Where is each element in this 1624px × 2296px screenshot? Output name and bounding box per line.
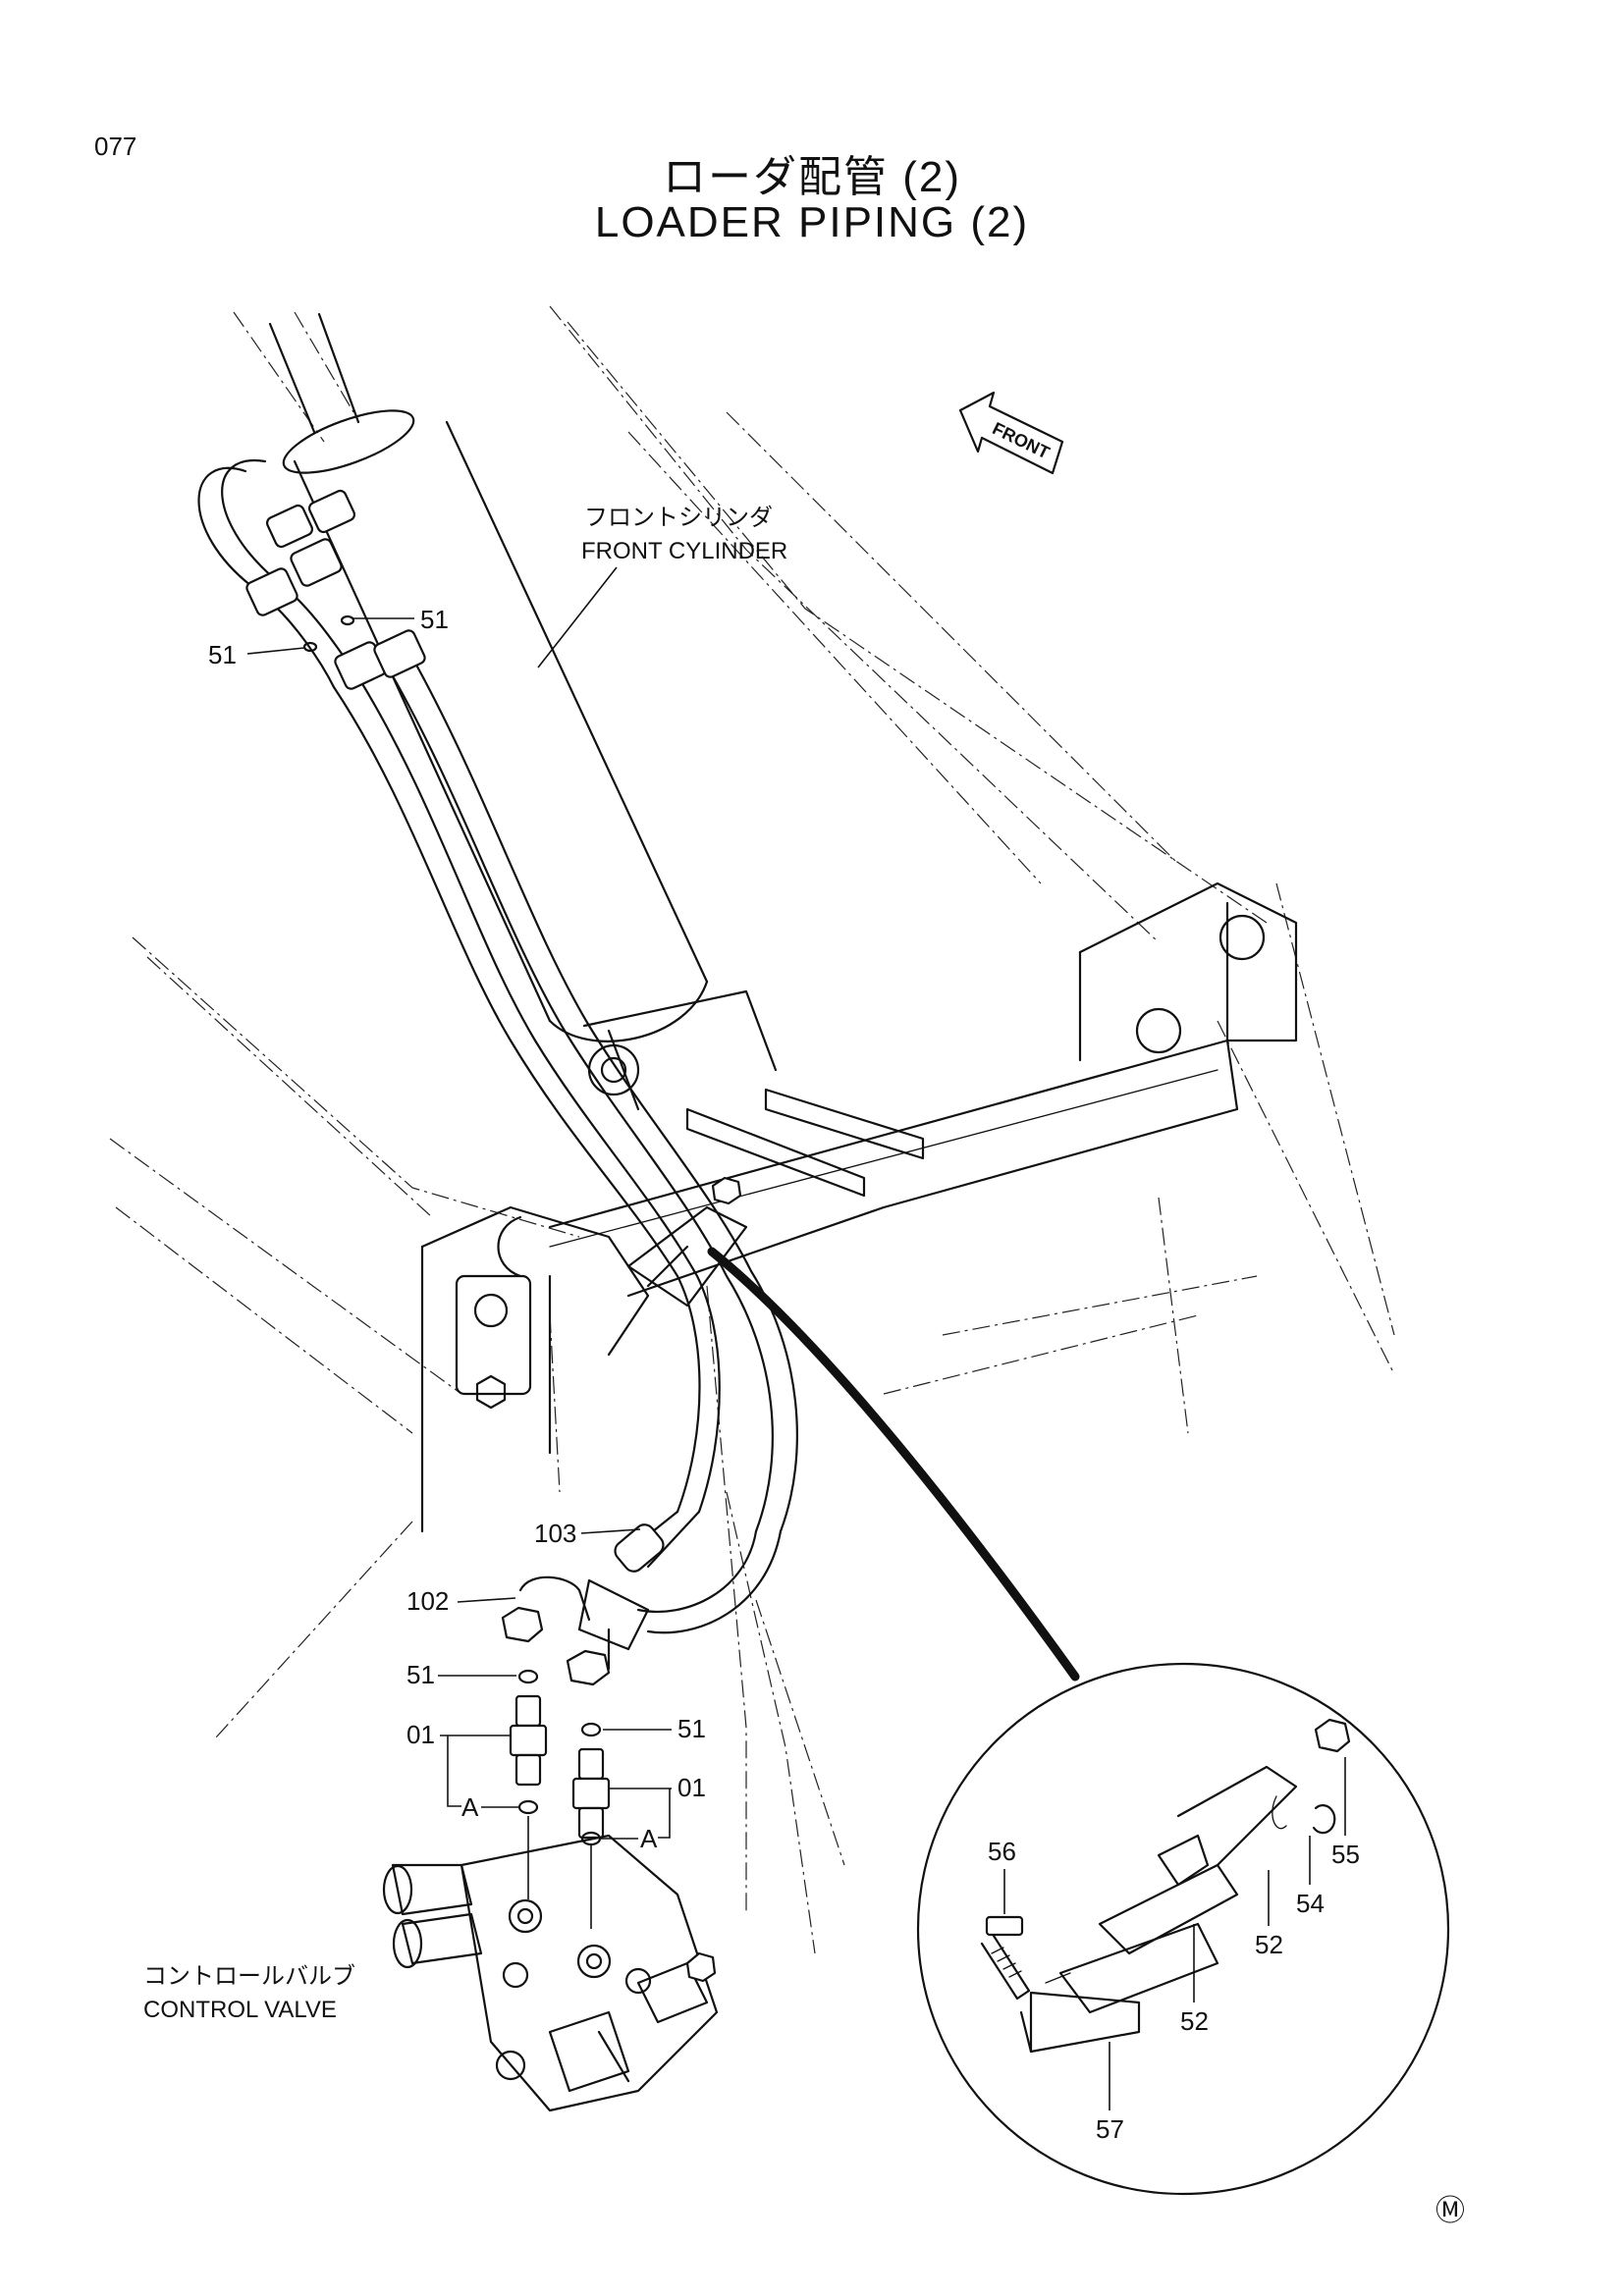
callout-51-left: 51 — [208, 640, 237, 669]
callout-51-valve-right: 51 — [677, 1714, 706, 1743]
leader-103 — [580, 1528, 641, 1534]
page-title-japanese: ローダ配管 (2) — [663, 153, 961, 201]
callout-55: 55 — [1331, 1840, 1360, 1869]
callout-103: 103 — [534, 1519, 576, 1548]
control-valve-label-en: CONTROL VALVE — [143, 1997, 337, 2023]
leader-102 — [457, 1597, 516, 1603]
loader-frame-outline — [109, 305, 1395, 1954]
oring-51-left — [302, 641, 318, 653]
oring-51-upper — [340, 614, 355, 626]
leader-51-left — [246, 647, 305, 655]
callout-01-right: 01 — [677, 1773, 706, 1802]
front-arrow-icon: FRONT — [958, 391, 1064, 475]
front-cylinder-label-en: FRONT CYLINDER — [581, 538, 787, 564]
control-valve-label-jp: コントロールバルブ — [143, 1963, 355, 1990]
hydraulic-hoses — [197, 458, 798, 1634]
callout-51-upper: 51 — [420, 605, 449, 634]
callout-102: 102 — [406, 1586, 449, 1616]
tee-fitting — [501, 1523, 665, 1686]
ref-a-right: A — [640, 1824, 658, 1853]
adapters-and-orings — [509, 1669, 611, 1929]
callout-56: 56 — [988, 1837, 1016, 1866]
m-mark: Ⓜ — [1435, 2195, 1465, 2227]
callout-01-left: 01 — [406, 1720, 435, 1749]
boom-arm — [548, 881, 1298, 1298]
ref-a-left: A — [461, 1792, 479, 1822]
callout-52-upper: 52 — [1255, 1930, 1283, 1959]
callout-54: 54 — [1296, 1889, 1325, 1918]
detail-view — [916, 1662, 1450, 2196]
control-valve — [382, 1834, 719, 2112]
leader-01-left — [440, 1735, 511, 1807]
front-cylinder-label-jp: フロントシリンダ — [584, 505, 773, 531]
callout-57: 57 — [1096, 2114, 1124, 2144]
detail-leader — [707, 1247, 1080, 1682]
callout-51-valve-left: 51 — [406, 1660, 435, 1689]
page-number: 077 — [94, 132, 137, 161]
front-cylinder — [268, 312, 778, 1111]
frame-bracket — [420, 1205, 650, 1533]
page-title-english: LOADER PIPING (2) — [594, 198, 1030, 246]
leader-01-right — [609, 1788, 672, 1839]
front-cylinder-leader — [537, 566, 618, 668]
callout-52-lower: 52 — [1180, 2006, 1209, 2036]
cylinder-fittings — [245, 489, 426, 690]
hose-clamp — [626, 1176, 748, 1308]
